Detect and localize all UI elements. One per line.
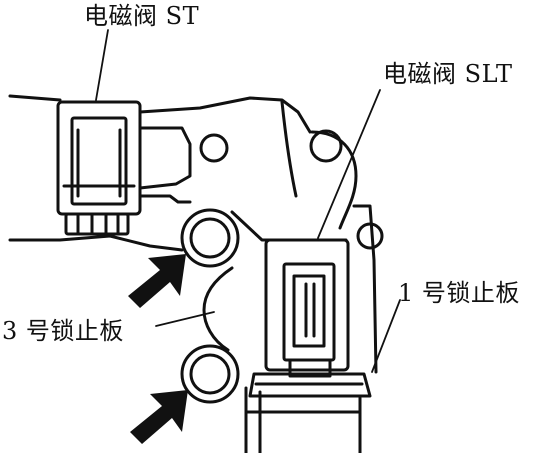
label-solenoid-st: 电磁阀 ST: [84, 2, 200, 30]
bolt-lower: [180, 344, 240, 404]
bolt-upper: [180, 208, 240, 268]
solenoid-slt: [264, 238, 350, 378]
label-lock-plate-3: 3 号锁止板: [2, 317, 124, 345]
mounting-hole-right: [309, 129, 343, 163]
solenoid-st: [56, 100, 192, 236]
arrow-lower: [130, 390, 188, 444]
arrow-upper: [128, 254, 186, 308]
mounting-hole-left: [199, 133, 229, 163]
valve-body: [8, 94, 378, 453]
leader-lines: [95, 29, 401, 373]
label-solenoid-slt: 电磁阀 SLT: [383, 60, 513, 88]
lock-plate-1: [248, 372, 372, 398]
small-bolt: [356, 222, 384, 250]
label-lock-plate-1: 1 号锁止板: [398, 279, 520, 307]
